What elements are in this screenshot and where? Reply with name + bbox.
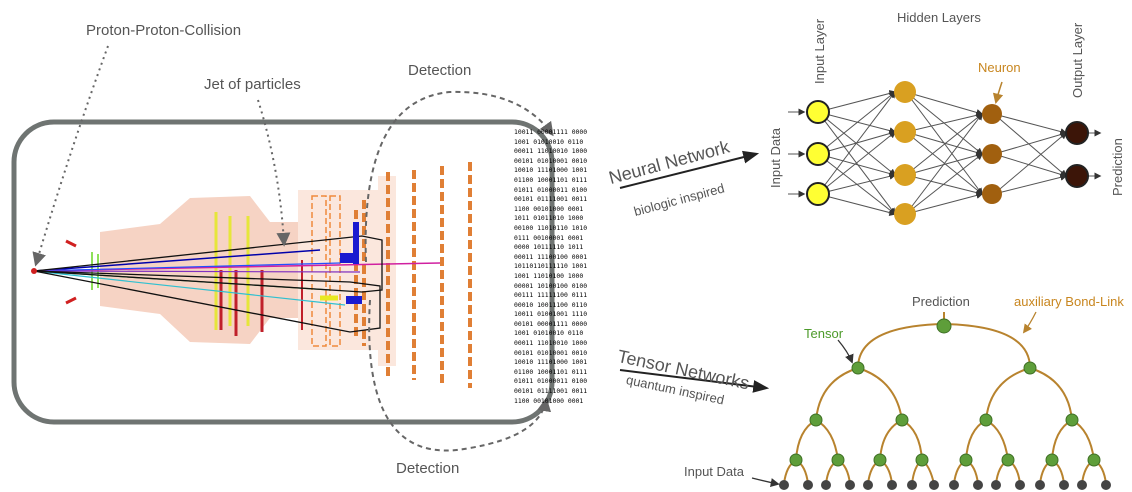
tensor-pointer [837, 339, 854, 364]
bitstream-line: 00101 01111001 0011 [514, 195, 588, 204]
input-data-pointer [751, 477, 780, 488]
tn-bond-link-label: auxiliary Bond-Link [1014, 294, 1124, 309]
nn-neuron-label: Neuron [978, 60, 1021, 75]
bitstream-line: 00101 01010001 0010 [514, 156, 588, 165]
bitstream-line: 00011 11100100 0001 [514, 252, 588, 261]
bitstream-line: 10010 11101000 1001 [514, 358, 588, 367]
tn-prediction-label: Prediction [912, 294, 970, 309]
detection-label-top: Detection [408, 62, 472, 79]
bitstream-line: 00111 11111100 0111 [514, 291, 588, 300]
bitstream-line: 00011 11010010 1000 [514, 339, 588, 348]
collision-pointer [32, 45, 109, 267]
bitstream-line: 10011 00001111 0000 [514, 128, 588, 136]
bitstream-line: 0000 10111110 1011 [514, 243, 584, 252]
jet-label: Jet of particles [204, 76, 301, 93]
nn-input-layer-label: Input Layer [812, 18, 827, 84]
neural-network [788, 81, 1102, 225]
nn-arrow [619, 150, 760, 189]
nn-hidden-layers-label: Hidden Layers [897, 10, 981, 25]
bitstream-line: 00101 00001111 0000 [514, 319, 588, 328]
tn-tensor-label: Tensor [804, 326, 844, 341]
bitstream-line: 01011 01000011 0100 [514, 185, 588, 194]
bitstream-line: 00101 01111001 0011 [514, 387, 588, 396]
nn-input-data-label: Input Data [768, 128, 783, 188]
bitstream-line: 1001 11010100 1000 [514, 271, 584, 280]
bitstream-line: 0111 00100001 0001 [514, 233, 584, 242]
detection-label-bottom: Detection [396, 460, 460, 477]
nn-output-layer-label: Output Layer [1070, 22, 1085, 98]
tensor-input-nodes [779, 480, 1111, 490]
bitstream-line: 1001 01010010 0110 [514, 137, 584, 146]
detector-frame [11, 119, 555, 425]
bitstream-line: 00100 11010110 1010 [514, 223, 588, 232]
bitstream-line: 1100 00101000 0001 [514, 204, 584, 213]
tensor-nodes [789, 318, 1101, 467]
bitstream-line: 1100 00101000 0001 [514, 396, 584, 405]
bitstream-line: 1001 01010010 0110 [514, 329, 584, 338]
bitstream-line: 00011 11010010 1000 [514, 147, 588, 156]
detection-arrow-top [364, 90, 554, 263]
tn-arrow [619, 369, 770, 393]
bitstream-line: 10010 11101000 1001 [514, 166, 588, 175]
detection-arrow-bottom [368, 299, 552, 452]
bitstream-line: 10110110111110 1001 [514, 262, 588, 271]
nn-prediction-label: Prediction [1110, 138, 1125, 196]
particle-jets [31, 222, 441, 333]
bitstream-line: 01100 10001101 0111 [514, 367, 588, 376]
collision-label: Proton-Proton-Collision [86, 22, 242, 39]
bitstream-line: 01100 10001101 0111 [514, 175, 588, 184]
bitstream-line: 00101 01010001 0010 [514, 348, 588, 357]
bitstream-line: 00001 10100100 0100 [514, 281, 588, 290]
bitstream-line: 10011 01001001 1110 [514, 310, 588, 319]
bitstream-line: 00010 10011100 0110 [514, 300, 588, 309]
bond-pointer [1022, 311, 1037, 334]
bitstream-line: 1011 01011010 1000 [514, 214, 584, 223]
calorimeter-columns [354, 162, 472, 388]
tn-input-data-label: Input Data [684, 464, 744, 479]
bitstream-line: 01011 01000011 0100 [514, 377, 588, 386]
jet-pointer [257, 99, 291, 247]
